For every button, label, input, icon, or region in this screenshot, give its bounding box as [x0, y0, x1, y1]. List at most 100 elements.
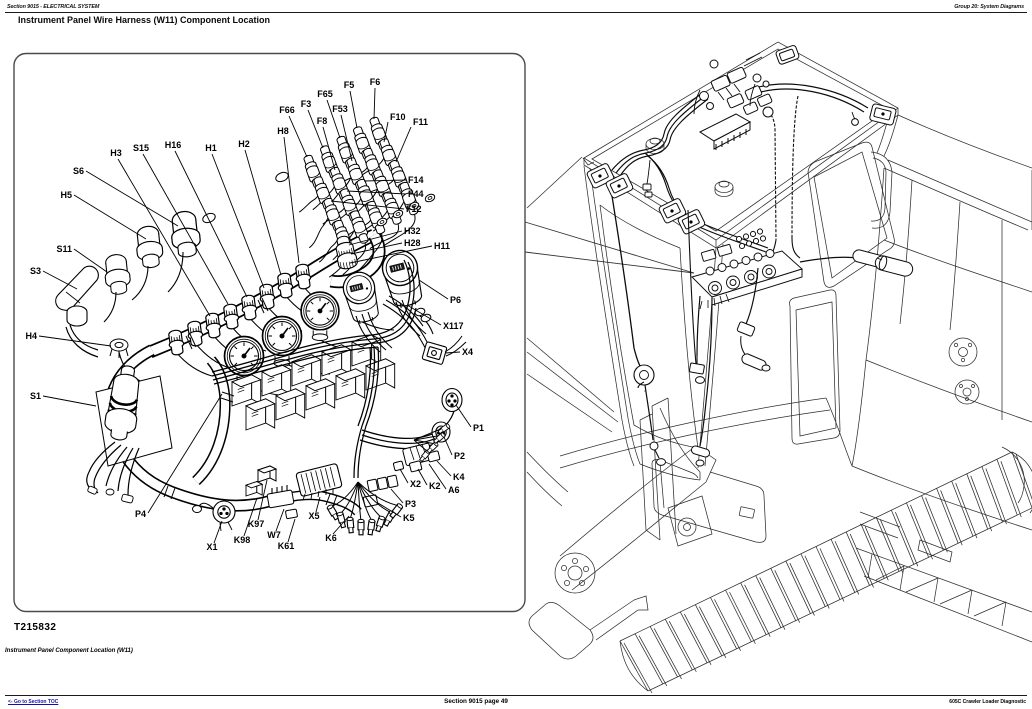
detail-panel: S6H3S15H16H1H2H8F66F3F65F5F6F53F8F10F11F…: [13, 52, 526, 613]
component-label-x117: X117: [443, 321, 464, 331]
relay-k4: [426, 450, 441, 463]
component-label-p4: P4: [135, 509, 146, 519]
leader-line-f6: [373, 87, 376, 120]
page-title: Instrument Panel Wire Harness (W11) Comp…: [18, 14, 270, 25]
footer-toc: <- Go to Section TOC: [8, 699, 58, 705]
component-label-h4: H4: [25, 331, 37, 341]
leader-line-h2: [244, 149, 282, 276]
component-label-s15: S15: [133, 143, 149, 153]
leader-line-f8: [322, 126, 336, 171]
leader-line-a6: [428, 463, 447, 490]
footer-page-number: Section 9015 page 49: [444, 698, 508, 705]
component-label-f53: F53: [332, 104, 348, 114]
component-label-f66: F66: [279, 105, 295, 115]
leader-line-h32: [348, 230, 403, 246]
footer-model-name: 605C Crawler Loader Diagnostic: [949, 699, 1026, 705]
connector-p3: [366, 474, 399, 493]
leader-line-f11: [395, 126, 412, 163]
leader-line-h3: [117, 158, 211, 317]
leader-line-s15: [142, 153, 229, 305]
leader-line-k2: [417, 468, 428, 486]
component-label-p3: P3: [405, 499, 416, 509]
component-label-f3: F3: [301, 99, 312, 109]
leader-line-k5: [377, 502, 402, 518]
leader-line-h11: [349, 245, 433, 264]
trunk-collars: [163, 297, 338, 507]
component-label-k4: K4: [453, 472, 465, 482]
component-label-f6: F6: [370, 77, 381, 87]
component-label-f12: F12: [406, 204, 422, 214]
component-label-x4: X4: [462, 347, 473, 357]
component-label-f11: F11: [413, 117, 428, 127]
leader-line-p6: [418, 279, 449, 300]
toc-link[interactable]: <- Go to Section TOC: [8, 699, 59, 705]
component-label-f8: F8: [317, 116, 328, 126]
leader-line-k97: [257, 479, 268, 521]
leader-line-h5: [73, 194, 147, 240]
callout-lines: [524, 221, 695, 274]
leader-line-w7: [275, 508, 285, 532]
leader-line-s6: [85, 170, 179, 227]
relay-k2: [408, 460, 423, 473]
connector-x117: [414, 307, 432, 323]
leader-line-s3: [42, 270, 78, 290]
component-label-f5: F5: [344, 80, 355, 90]
machine-illustration: [524, 41, 1032, 694]
component-label-p6: P6: [450, 295, 461, 305]
component-label-f65: F65: [317, 89, 333, 99]
connector-x1: [192, 500, 236, 532]
connector-x4: [421, 335, 467, 365]
leader-line-k6: [332, 515, 350, 535]
wire-bundle-main: [211, 259, 456, 479]
component-label-s11: S11: [56, 244, 72, 254]
component-label-p2: P2: [454, 451, 465, 461]
switch-s3: [55, 265, 99, 358]
leader-line-x2: [399, 468, 409, 484]
component-label-f14: F14: [408, 175, 424, 185]
component-label-h8: H8: [277, 126, 289, 136]
component-label-s6: S6: [73, 166, 84, 176]
component-label-h2: H2: [238, 139, 250, 149]
oval-1: [202, 212, 216, 224]
component-label-h28: H28: [404, 238, 421, 248]
leader-line-h8: [283, 136, 300, 264]
component-label-x5: X5: [308, 511, 319, 521]
header-rule: [5, 12, 1027, 13]
component-label-k98: K98: [234, 535, 251, 545]
leader-line-x5: [315, 496, 321, 513]
leader-line-p4: [147, 393, 223, 514]
component-label-k2: K2: [429, 481, 441, 491]
figure-caption: Instrument Panel Component Location (W11…: [5, 648, 133, 654]
switch-s1: [86, 365, 173, 504]
component-label-f44: F44: [408, 189, 424, 199]
component-label-k61: K61: [278, 541, 295, 551]
leader-line-f65: [326, 99, 341, 139]
leader-line-f14: [363, 179, 407, 182]
leader-line-h28: [350, 242, 403, 255]
leader-line-x1: [213, 520, 223, 544]
indicator-socket-assembly: [335, 235, 358, 270]
loader-arm: [526, 337, 717, 660]
track-assembly: [619, 446, 1032, 694]
machine-harness: [586, 45, 914, 467]
connector-x2: [392, 460, 405, 472]
lamp-h4: [109, 338, 129, 358]
leader-line-p2: [443, 436, 453, 456]
harness-drawing: [55, 115, 467, 536]
leader-line-h1: [211, 153, 265, 289]
leader-line-h16: [174, 150, 248, 298]
machine-body: [559, 114, 1032, 531]
component-label-h3: H3: [110, 148, 122, 158]
connector-x5: [295, 463, 343, 501]
footer-rule: [5, 695, 1027, 696]
component-label-f10: F10: [390, 112, 406, 122]
bullet-terminal: [357, 518, 365, 536]
leader-line-s11: [73, 248, 108, 273]
leader-line-k61: [287, 518, 296, 543]
component-label-s1: S1: [30, 391, 41, 401]
diode-k61: [285, 508, 298, 520]
leader-line-f10: [383, 121, 389, 143]
component-label-x2: X2: [410, 479, 421, 489]
